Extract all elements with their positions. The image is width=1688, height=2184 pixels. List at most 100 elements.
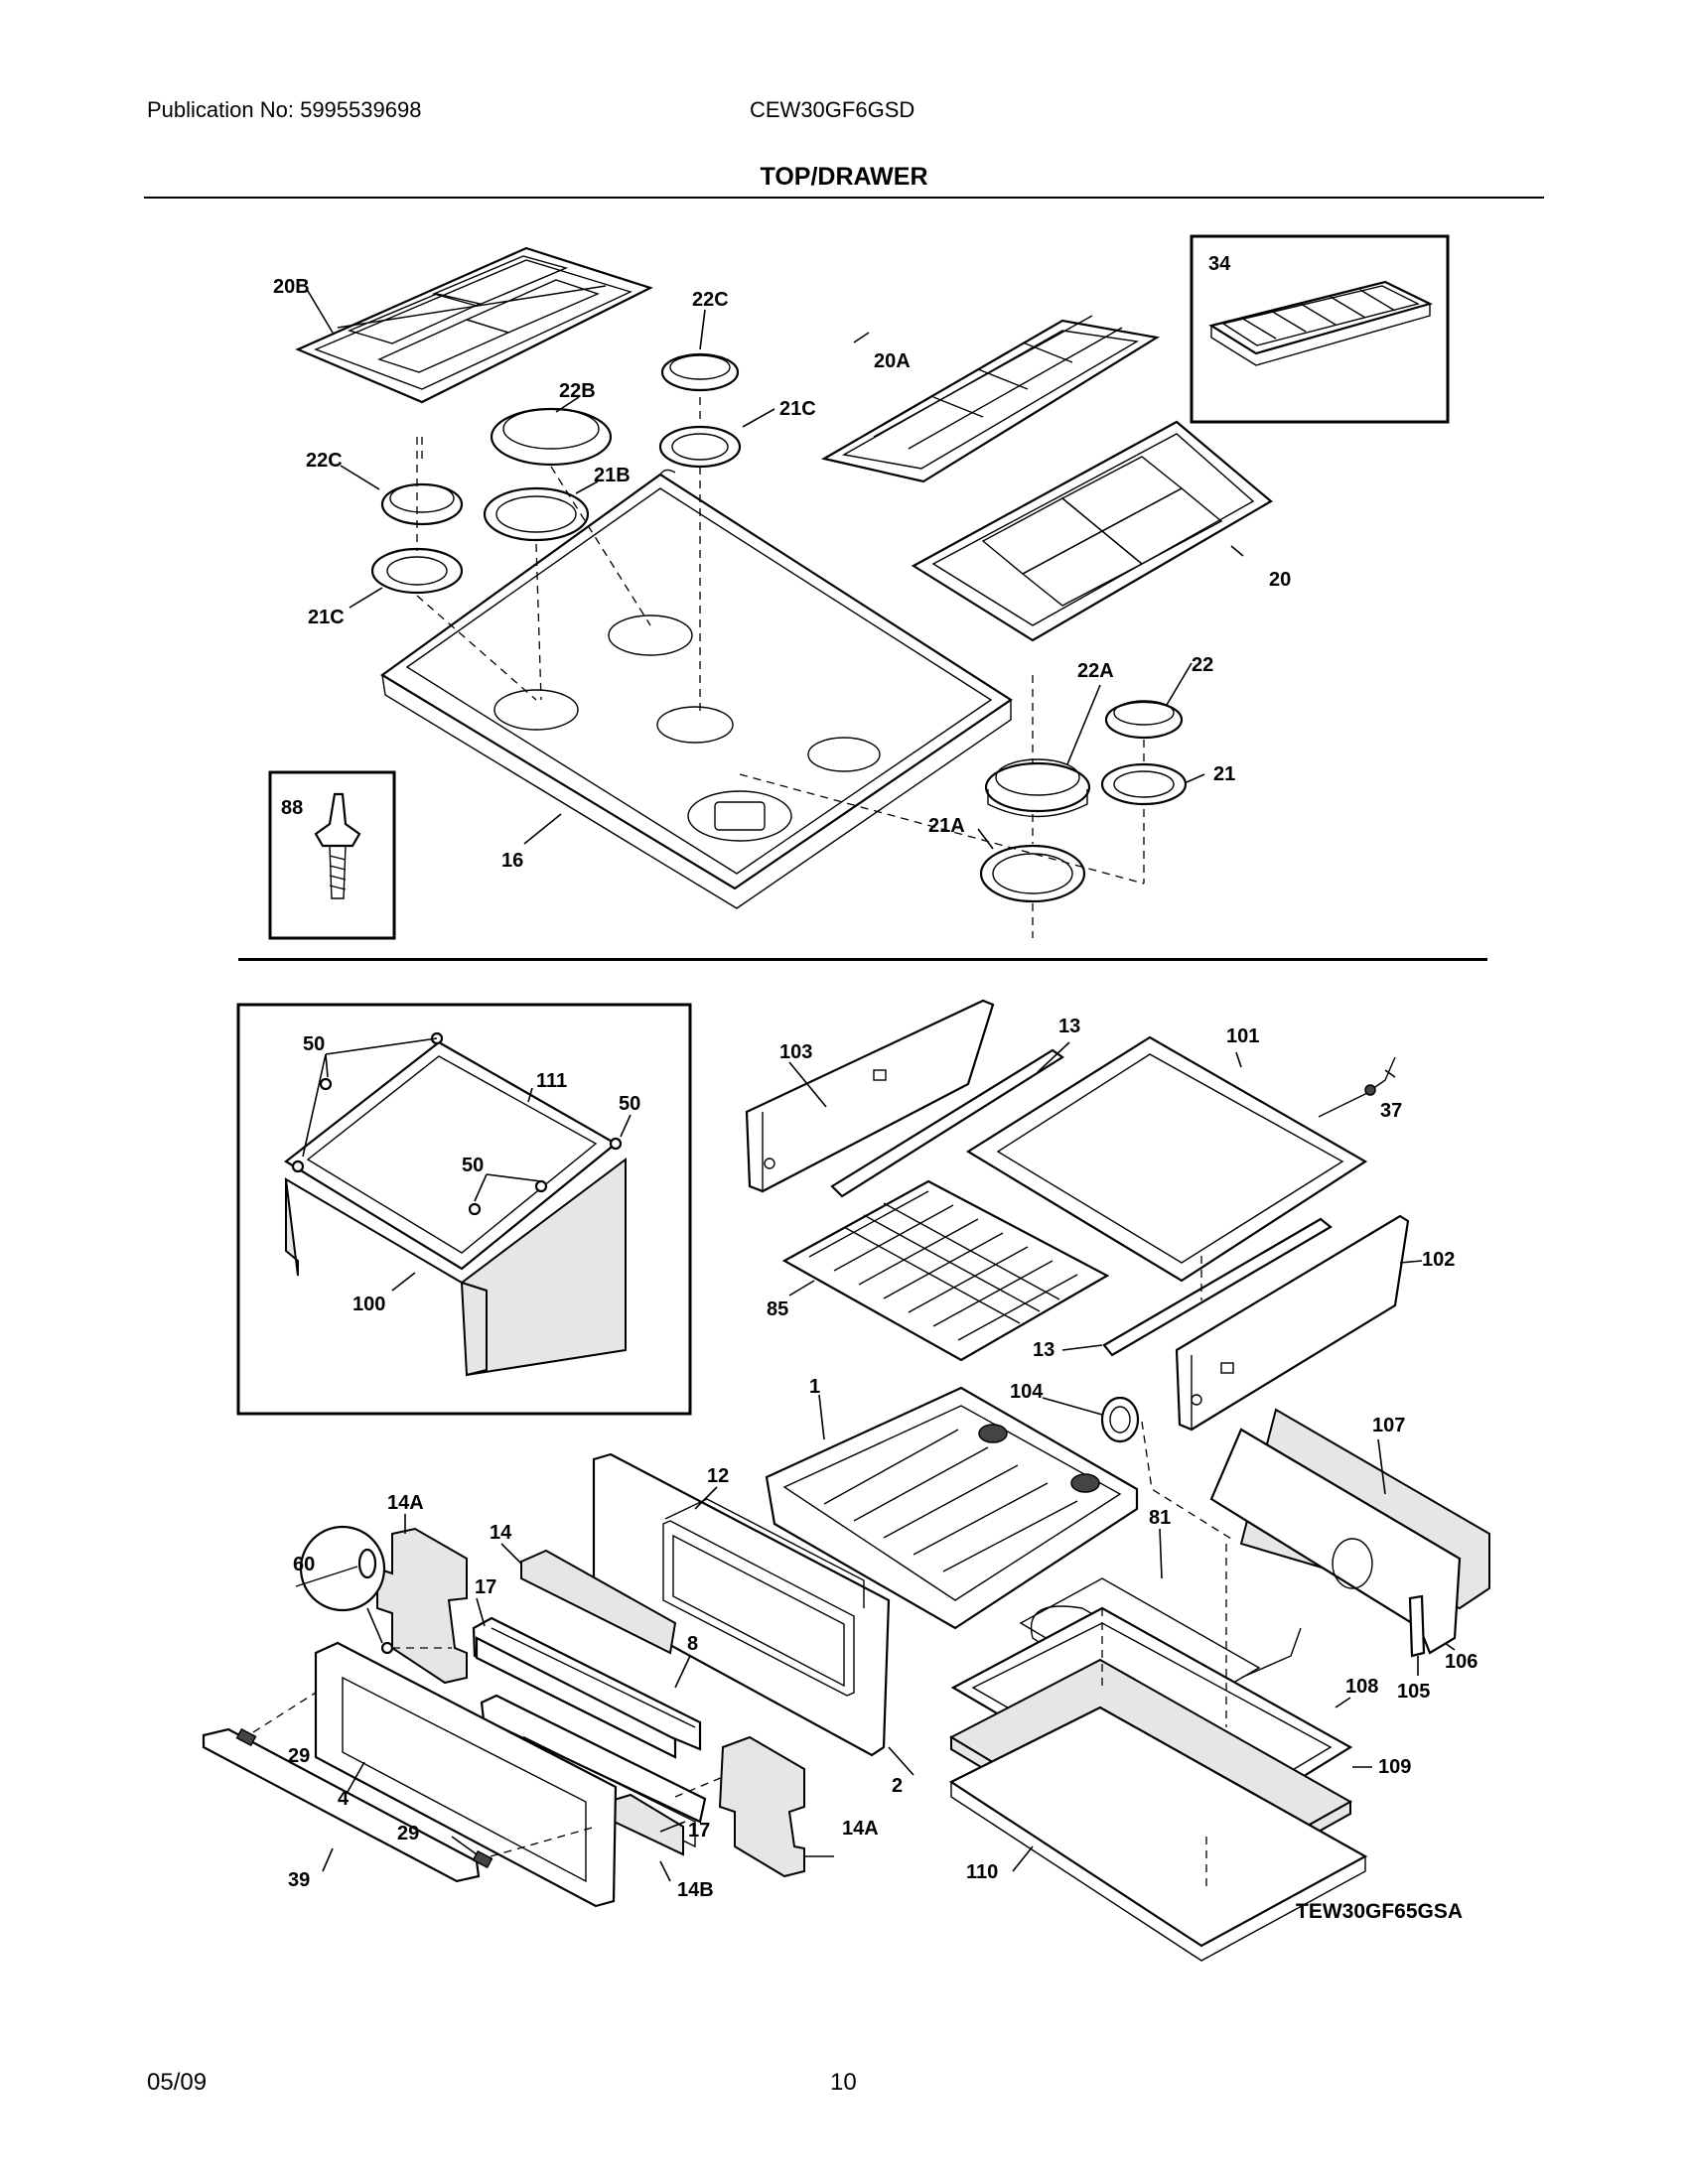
callout-13-b: 13 [1033,1339,1055,1361]
callout-34: 34 [1208,253,1231,275]
cooktop-16 [380,469,1013,909]
callout-111: 111 [536,1070,567,1092]
insulation-14a-bottom [718,1735,805,1878]
callout-14: 14 [490,1522,512,1544]
insulation-14a-top [376,1527,468,1685]
callout-22: 22 [1192,654,1213,676]
callout-21c-left: 21C [308,607,345,628]
callout-4: 4 [338,1788,350,1810]
diagram-code: TEW30GF65GSA [1296,1900,1463,1923]
callout-103: 103 [779,1041,812,1063]
burner-cap-22a [984,758,1091,818]
callout-50-a: 50 [303,1033,325,1055]
drawer-1 [765,1386,1139,1630]
callout-100: 100 [352,1294,385,1315]
callout-29-b: 29 [397,1823,419,1844]
grate-20 [911,420,1273,642]
gasket-12 [664,1498,865,1608]
grate-20b [295,246,653,404]
inset-box-111 [236,1003,692,1416]
callout-109: 109 [1378,1756,1411,1778]
screw-88 [314,792,361,899]
inset-box-88 [268,770,396,940]
burner-ring-21c-top [658,425,742,469]
burner-cap-22c-top [660,352,740,392]
callout-21: 21 [1213,763,1235,785]
callout-21a: 21A [928,815,965,837]
callout-105: 105 [1397,1681,1430,1703]
vent-17-top [472,1616,702,1751]
callout-16: 16 [501,850,523,872]
callout-22c-left: 22C [306,450,343,472]
burner-cap-22 [1104,700,1184,740]
callout-101: 101 [1226,1025,1259,1047]
burner-cap-22b [490,407,613,467]
side-panel-102 [1175,1214,1410,1432]
callout-14a-top: 14A [387,1492,424,1514]
panel-105 [1408,1594,1426,1658]
callout-22a: 22A [1077,660,1114,682]
model-number: CEW30GF6GSD [750,97,915,122]
burner-cap-22c-left [380,482,464,526]
callout-13-a: 13 [1058,1016,1080,1037]
callout-50-b: 50 [619,1093,640,1115]
page-number: 10 [830,2069,857,2096]
callout-29-a: 29 [288,1745,310,1767]
callout-37: 37 [1380,1100,1402,1122]
side-panel-103 [745,999,995,1193]
header-rule [144,197,1544,199]
drawer-front-4 [314,1641,618,1908]
rail-13-top [830,1048,1064,1198]
callout-39: 39 [288,1869,310,1891]
callout-50-c: 50 [462,1155,484,1176]
callout-108: 108 [1345,1676,1378,1698]
callout-104: 104 [1010,1381,1044,1403]
glass-8 [475,1636,677,1759]
callout-17-bottom: 17 [688,1820,710,1842]
base-panel-110 [948,1706,1368,1962]
callout-21b: 21B [594,465,631,486]
top-panel-101 [965,1035,1368,1283]
footer-date: 05/09 [147,2069,208,2096]
callout-20a: 20A [874,350,911,372]
callout-81: 81 [1149,1507,1171,1529]
burner-ring-21b [483,486,590,542]
callout-107: 107 [1372,1415,1405,1436]
callout-20b: 20B [273,276,310,298]
callout-2: 2 [892,1775,903,1797]
oven-light-104 [1100,1396,1140,1443]
callout-60: 60 [293,1554,315,1575]
callout-20: 20 [1269,569,1291,591]
publication-number: Publication No: 5995539698 [147,97,422,122]
sensor-37 [1318,1056,1396,1118]
oven-rack-85 [781,1179,1110,1362]
callout-22c-top: 22C [692,289,729,311]
callout-88: 88 [281,797,303,819]
griddle-34 [1208,280,1434,366]
callout-21c-top: 21C [779,398,816,420]
callout-110: 110 [966,1861,998,1883]
burner-ring-21c-left [370,547,464,595]
handle-39 [202,1727,493,1883]
inset-box-34 [1190,234,1450,424]
callout-14b: 14B [677,1879,714,1901]
callout-22b: 22B [559,380,596,402]
screw-60 [295,1525,394,1655]
callout-17-top: 17 [475,1576,496,1598]
callout-85: 85 [767,1298,788,1320]
callout-8: 8 [687,1633,698,1655]
grate-20a [821,315,1161,483]
callout-102: 102 [1422,1249,1455,1271]
callout-1: 1 [809,1376,820,1398]
section-divider [238,958,1487,961]
insulation-100 [284,1157,627,1377]
callout-12: 12 [707,1465,729,1487]
insulation-14 [520,1549,677,1655]
burner-ring-21 [1100,762,1188,806]
page-title: TOP/DRAWER [760,163,928,191]
callout-106: 106 [1445,1651,1477,1673]
callout-14a-bottom: 14A [842,1818,879,1840]
burner-ring-21a [979,844,1086,903]
rail-13-bottom [1102,1217,1333,1357]
